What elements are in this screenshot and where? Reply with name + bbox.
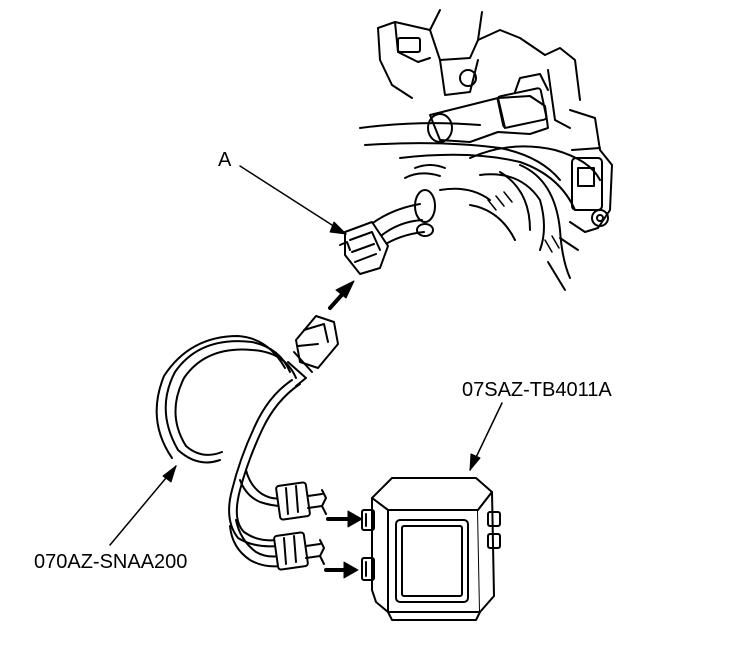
insert-arrow-lower	[324, 561, 359, 579]
tester-box	[361, 477, 501, 621]
test-harness	[155, 315, 339, 571]
engine-assembly	[359, 9, 613, 291]
tester-part-leader	[469, 402, 503, 471]
insert-arrow-upper	[326, 510, 363, 528]
harness-part-number-label: 070AZ-SNAA200	[34, 551, 188, 573]
harness-branch-connector-upper	[275, 481, 327, 521]
harness-part-leader	[109, 465, 177, 546]
callout-a-leader	[239, 165, 347, 235]
callout-a-label: A	[218, 149, 232, 171]
harness-branch-connector-lower	[273, 531, 325, 571]
tester-part-number-label: 07SAZ-TB4011A	[462, 379, 612, 401]
vehicle-harness-connector	[339, 203, 425, 275]
connect-direction-arrow	[328, 280, 355, 310]
